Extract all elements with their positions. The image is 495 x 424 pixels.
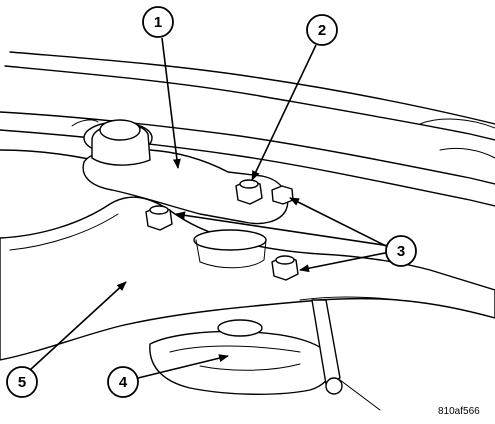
leader-lines <box>29 37 391 379</box>
crossmember <box>0 196 495 361</box>
callout-label: 4 <box>119 374 128 391</box>
callout-4: 4 <box>107 366 139 398</box>
leader-1 <box>161 37 181 169</box>
bushing <box>193 229 267 269</box>
leader-4 <box>137 354 229 379</box>
frame-rail <box>0 51 495 207</box>
callout-label: 1 <box>154 14 162 31</box>
callout-label: 5 <box>18 374 26 391</box>
figure-code: 810af566 <box>438 406 480 417</box>
bolt-left <box>145 205 173 231</box>
lower-mount <box>149 319 333 395</box>
callout-3: 3 <box>385 235 417 267</box>
callout-5: 5 <box>6 366 38 398</box>
leader-2 <box>251 44 317 181</box>
mount-bracket <box>71 119 289 225</box>
vertical-link <box>311 299 381 411</box>
bolt-right-lower <box>271 255 299 281</box>
callout-1: 1 <box>142 6 174 38</box>
callout-2: 2 <box>306 14 338 46</box>
callout-label: 2 <box>318 22 326 39</box>
leader-3a <box>175 211 391 247</box>
leader-3b <box>289 197 391 249</box>
center-nut <box>235 179 263 205</box>
leader-3c <box>299 251 391 273</box>
callout-label: 3 <box>397 243 405 260</box>
leader-5 <box>29 281 127 371</box>
bolt-right-upper <box>271 185 294 205</box>
